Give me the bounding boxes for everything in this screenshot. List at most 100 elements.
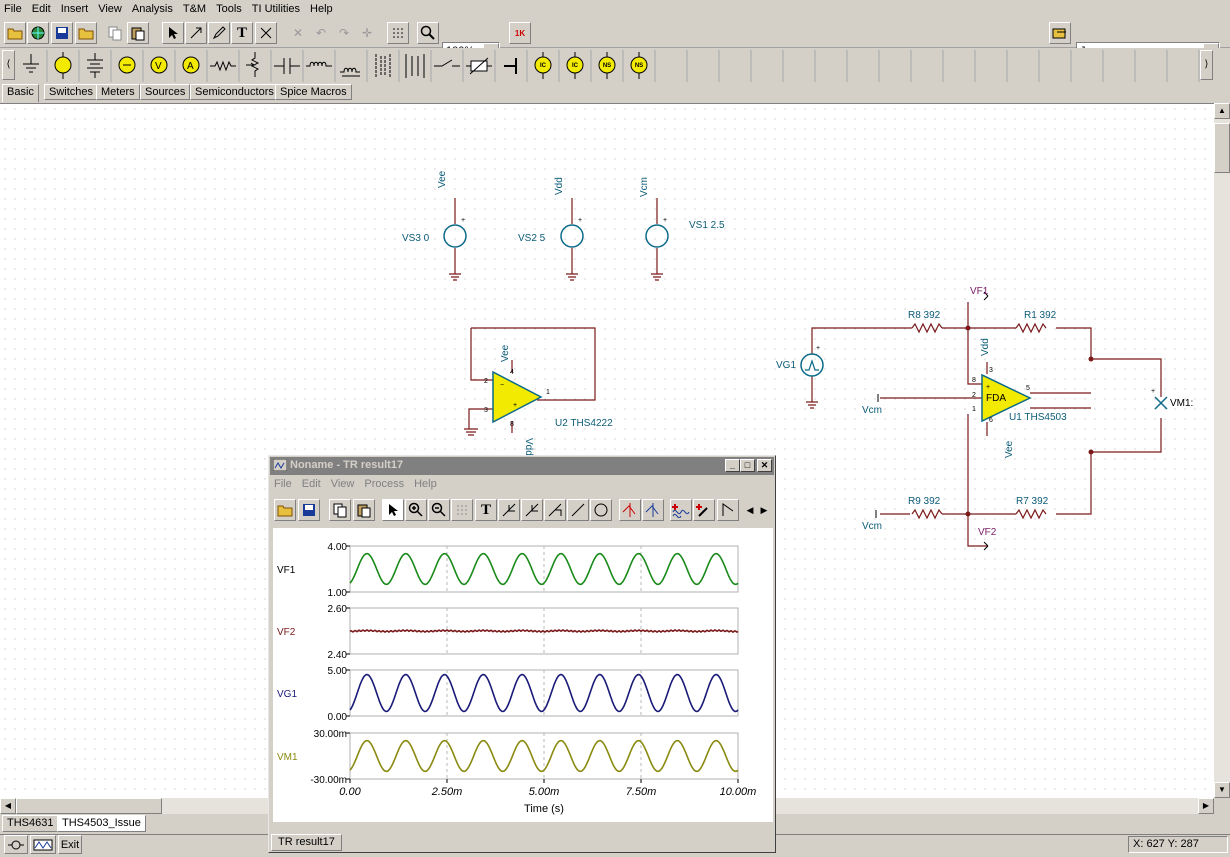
- ic-icon[interactable]: [534, 52, 552, 79]
- maximize-icon[interactable]: □: [740, 459, 755, 472]
- vs1-source[interactable]: [645, 198, 669, 281]
- vf1-series-line[interactable]: [349, 552, 739, 586]
- ns-icon-2[interactable]: [630, 52, 648, 79]
- vf2-series-line[interactable]: [349, 629, 739, 633]
- u2-opamp[interactable]: [492, 370, 543, 424]
- cursor-a-icon[interactable]: [619, 499, 641, 521]
- exit-button[interactable]: Exit: [58, 835, 82, 854]
- diagram-view-icon[interactable]: [30, 835, 56, 854]
- open-folder-icon[interactable]: [75, 22, 97, 44]
- line-tool-icon[interactable]: [567, 499, 589, 521]
- current-source-icon[interactable]: [118, 56, 136, 74]
- tab-meters[interactable]: Meters: [96, 84, 140, 100]
- ammeter-icon[interactable]: A: [182, 56, 200, 74]
- tab-sources[interactable]: Sources: [140, 84, 191, 100]
- varistor-icon[interactable]: [466, 57, 492, 75]
- capacitor-icon[interactable]: [274, 58, 300, 74]
- scroll-up-icon[interactable]: ▲: [1214, 103, 1230, 119]
- menu-file[interactable]: File: [4, 3, 22, 15]
- inductor-icon[interactable]: [306, 61, 332, 67]
- vs2-source[interactable]: [560, 198, 584, 281]
- tr-result-window[interactable]: Noname - TR result17 _ □ ✕ File Edit View P…: [268, 455, 776, 853]
- vg1-source[interactable]: [800, 353, 824, 377]
- menu-ti-utilities[interactable]: TI Utilities: [251, 3, 301, 15]
- cursor-icon[interactable]: [521, 499, 543, 521]
- marker-icon[interactable]: [498, 499, 520, 521]
- circle-tool-icon[interactable]: [590, 499, 612, 521]
- grid-icon[interactable]: [387, 22, 409, 44]
- win-menu-help[interactable]: Help: [414, 478, 437, 490]
- scroll-right-icon[interactable]: ⟩: [1200, 50, 1213, 80]
- waveform-plots[interactable]: VF14.001.00VF22.602.40VG15.000.00VM130.0…: [273, 528, 773, 822]
- scroll-right-icon[interactable]: ▶: [1198, 798, 1214, 814]
- voltage-source-icon[interactable]: [54, 52, 72, 79]
- vertical-scrollbar[interactable]: ▲ ▼: [1214, 103, 1230, 798]
- tab-spice-macros[interactable]: Spice Macros: [275, 84, 352, 100]
- r1-resistor[interactable]: [1015, 322, 1047, 334]
- minimize-icon[interactable]: _: [725, 459, 740, 472]
- wire-end-icon[interactable]: [504, 58, 517, 74]
- voltmeter-icon[interactable]: V: [150, 56, 168, 74]
- redo-icon[interactable]: ↷: [338, 26, 350, 40]
- toolbar-scroll-right-icon[interactable]: ▶: [760, 504, 768, 515]
- zoom-icon[interactable]: [417, 22, 439, 44]
- window-title-bar[interactable]: Noname - TR result17 _ □ ✕: [270, 457, 774, 475]
- menu-analysis[interactable]: Analysis: [131, 3, 173, 15]
- flag-icon[interactable]: [717, 499, 739, 521]
- variable-inductor-icon[interactable]: [340, 67, 360, 77]
- delete-icon[interactable]: ✕: [292, 26, 304, 40]
- ground-icon[interactable]: [23, 54, 39, 73]
- menu-insert[interactable]: Insert: [60, 3, 89, 15]
- pin-badge-icon[interactable]: 1K: [509, 22, 531, 44]
- close-icon[interactable]: ✕: [757, 459, 772, 472]
- select-arrow-icon[interactable]: [162, 22, 184, 44]
- scroll-down-icon[interactable]: ▼: [1214, 782, 1230, 798]
- web-icon[interactable]: [27, 22, 49, 44]
- vs3-source[interactable]: [443, 198, 467, 281]
- annotate-icon[interactable]: [544, 499, 566, 521]
- probe-add-icon[interactable]: [693, 499, 715, 521]
- text-tool-icon[interactable]: T: [475, 499, 497, 521]
- doc-tab-ths4631[interactable]: THS4631: [2, 815, 59, 832]
- menu-tools[interactable]: Tools: [216, 3, 242, 15]
- zoom-out-icon[interactable]: [428, 499, 450, 521]
- cursor-b-icon[interactable]: [642, 499, 664, 521]
- grid-icon[interactable]: [451, 499, 473, 521]
- schematic-view-icon[interactable]: [4, 835, 28, 854]
- ns-icon[interactable]: [598, 52, 616, 79]
- ideal-transformer-icon[interactable]: [405, 54, 425, 78]
- zoom-in-icon[interactable]: [405, 499, 427, 521]
- text-tool-icon[interactable]: T: [231, 22, 253, 44]
- undo-icon[interactable]: ↶: [315, 26, 327, 40]
- scroll-left-icon[interactable]: ◀: [0, 798, 16, 814]
- save-icon[interactable]: [298, 499, 320, 521]
- menu-view[interactable]: View: [98, 3, 122, 15]
- vg1-series-line[interactable]: [349, 673, 739, 713]
- probe-tool-icon[interactable]: [255, 22, 277, 44]
- r7-resistor[interactable]: [1015, 508, 1047, 520]
- menu-tm[interactable]: T&M: [182, 3, 207, 15]
- tab-switches[interactable]: Switches: [44, 84, 99, 100]
- win-menu-process[interactable]: Process: [364, 478, 405, 490]
- win-menu-edit[interactable]: Edit: [301, 478, 321, 490]
- u1-fda[interactable]: [981, 373, 1032, 423]
- vm1-meter[interactable]: [1154, 396, 1168, 410]
- vm1-series-line[interactable]: [349, 739, 739, 773]
- pencil-icon[interactable]: [208, 22, 230, 44]
- resistor-icon[interactable]: [210, 60, 236, 72]
- win-menu-file[interactable]: File: [274, 478, 292, 490]
- horizontal-scroll-thumb[interactable]: [16, 798, 162, 814]
- tab-basic[interactable]: Basic: [2, 84, 39, 102]
- win-menu-view[interactable]: View: [330, 478, 355, 490]
- scroll-left-icon[interactable]: ⟨: [2, 50, 15, 80]
- junction-icon[interactable]: ✛: [361, 26, 373, 40]
- wire-tool-icon[interactable]: [185, 22, 207, 44]
- r9-resistor[interactable]: [911, 508, 943, 520]
- select-arrow-icon[interactable]: [382, 499, 404, 521]
- ic-icon-2[interactable]: [566, 52, 584, 79]
- tab-semiconductors[interactable]: Semiconductors: [190, 84, 279, 100]
- r8-resistor[interactable]: [911, 322, 943, 334]
- save-icon[interactable]: [51, 22, 73, 44]
- place-component-icon[interactable]: [1049, 22, 1071, 44]
